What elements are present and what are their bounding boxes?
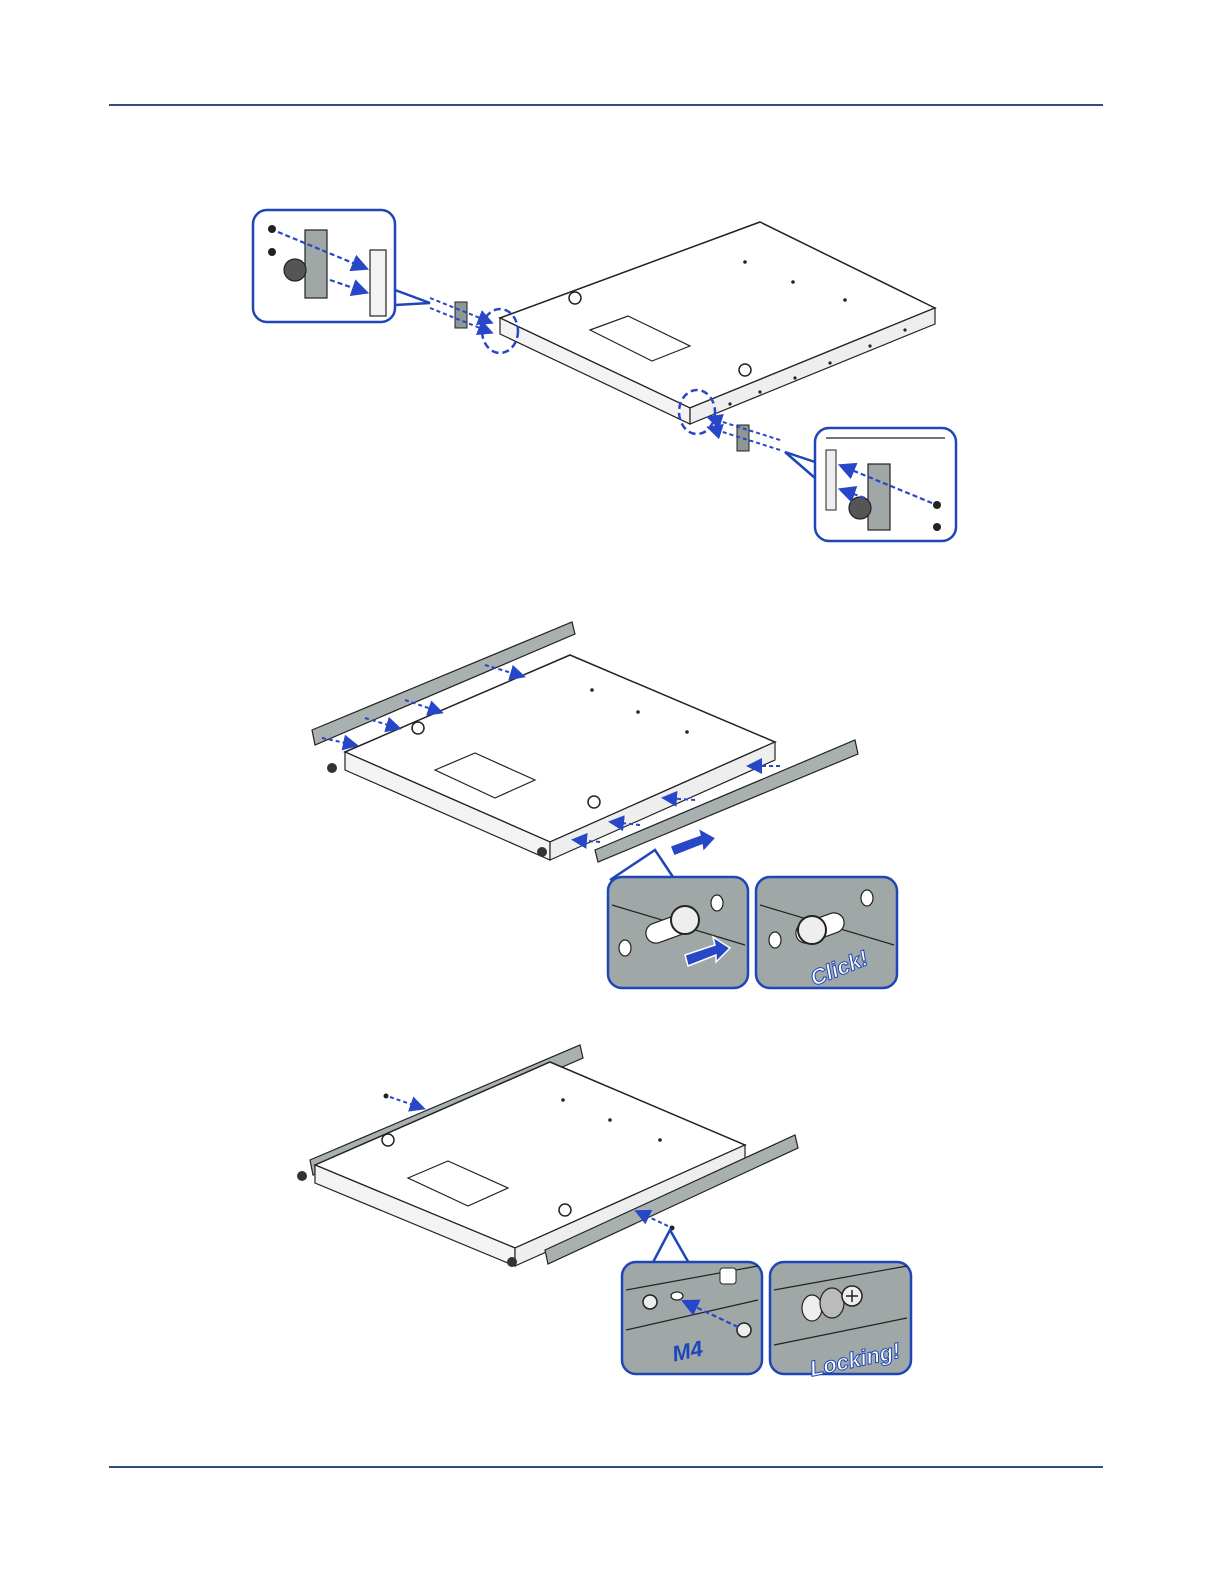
- thumbscrew-3a: [297, 1171, 307, 1181]
- thumbscrew-right: [849, 497, 871, 519]
- chassis-top-3: [315, 1062, 745, 1248]
- thumbscrew-3b: [507, 1257, 517, 1267]
- chassis-top-1: [500, 222, 935, 408]
- handle-small-left: [455, 302, 467, 328]
- handle-bracket-left: [305, 230, 327, 298]
- push-arrow-2: [670, 828, 716, 856]
- thumbscrew-2b: [537, 847, 547, 857]
- figure-1-handle-install: [253, 210, 956, 541]
- figure-3-lock-screw: M4 Locking!: [297, 1045, 911, 1381]
- thumbscrew-left: [284, 259, 306, 281]
- handle-bracket-right: [868, 464, 890, 530]
- thumbscrew-2a: [327, 763, 337, 773]
- m4-screw: [737, 1323, 751, 1337]
- figure-2-rail-attach: Click!: [312, 622, 897, 991]
